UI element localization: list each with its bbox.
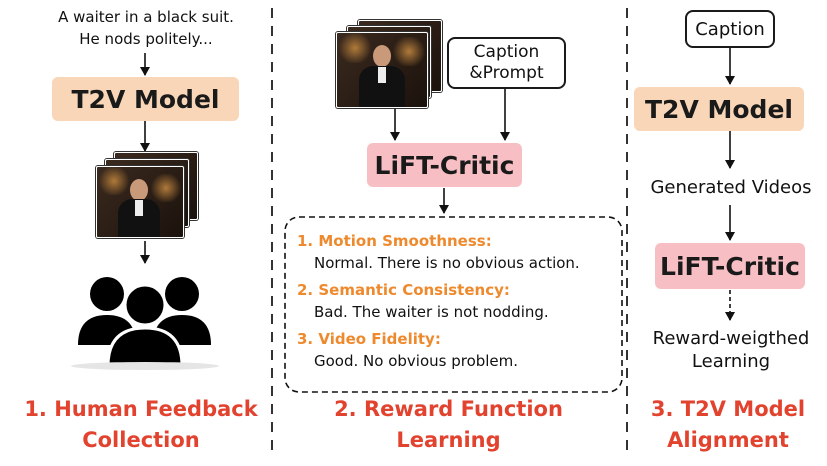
col3-t2v-model-label: T2V Model [645, 94, 793, 124]
criterion-heading: 1. Motion Smoothness: [297, 232, 492, 250]
col3-caption-box: Caption [685, 10, 775, 48]
criterion-heading: 3. Video Fidelity: [297, 330, 441, 348]
col3-caption-label: Caption [695, 18, 765, 40]
col3-t2v-model-box: T2V Model [634, 87, 804, 131]
reward-weighted-learning: Reward-weigthed Learning [637, 327, 825, 373]
criteria-dashed-box [284, 216, 623, 393]
criteria-list: 1. Motion Smoothness: Normal. There is n… [297, 232, 617, 379]
col3-lift-critic-label: LiFT-Critic [660, 251, 800, 281]
col2-title-line2: Learning [396, 428, 501, 452]
col2-lift-critic-label: LiFT-Critic [374, 150, 515, 180]
col1-title: 1. Human Feedback Collection [10, 394, 272, 456]
col1-caption-line2: He nods politely... [79, 30, 213, 48]
col3-title-line2: Alignment [667, 428, 789, 452]
criterion-heading: 2. Semantic Consistency: [297, 281, 510, 299]
col1-caption-line1: A waiter in a black suit. [58, 8, 234, 26]
caption-prompt-line2: &Prompt [469, 63, 544, 83]
caption-prompt-box: Caption &Prompt [447, 37, 566, 89]
col3-title-line1: 3. T2V Model [650, 397, 806, 421]
criterion-detail: Bad. The waiter is not nodding. [314, 303, 549, 321]
col2-lift-critic-box: LiFT-Critic [367, 143, 522, 187]
reward-line1: Reward-weigthed [652, 328, 810, 349]
generated-videos-label: Generated Videos [650, 177, 812, 198]
criterion-detail: Normal. There is no obvious action. [314, 254, 580, 272]
col1-t2v-model-box: T2V Model [52, 77, 239, 121]
col3-lift-critic-box: LiFT-Critic [655, 243, 805, 289]
caption-prompt-line1: Caption [473, 42, 540, 62]
criterion-detail: Good. No obvious problem. [314, 352, 519, 370]
col2-title: 2. Reward Function Learning [286, 394, 611, 456]
video-frames-icon [336, 20, 446, 108]
col1-t2v-model-label: T2V Model [71, 84, 220, 114]
col1-caption: A waiter in a black suit. He nods polite… [30, 6, 262, 50]
reward-line2: Learning [691, 351, 771, 372]
video-frames-icon [96, 152, 200, 240]
col3-title: 3. T2V Model Alignment [634, 394, 822, 456]
col1-title-line1: 1. Human Feedback [24, 397, 258, 421]
col2-title-line1: 2. Reward Function [334, 397, 563, 421]
col1-title-line2: Collection [82, 428, 200, 452]
